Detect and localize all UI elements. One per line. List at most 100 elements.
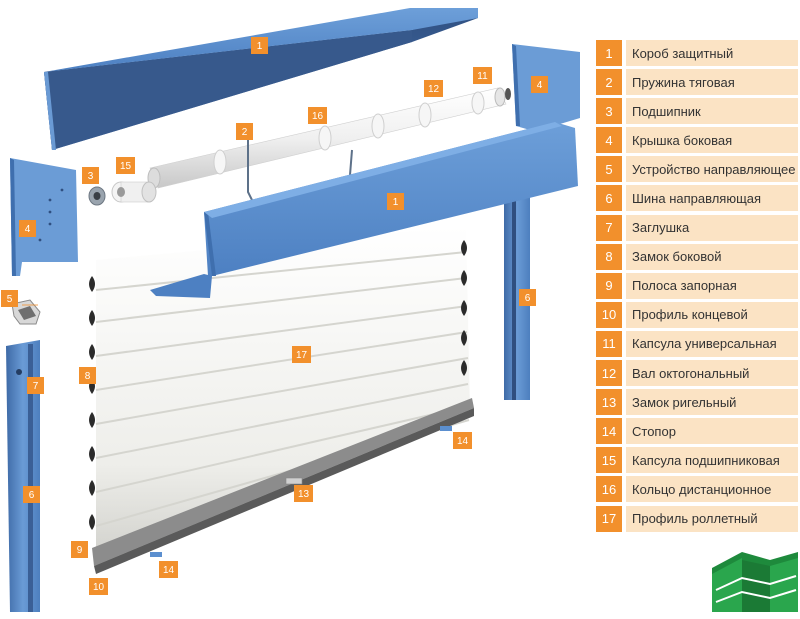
legend-number: 11	[596, 330, 622, 357]
callout-11: 11	[473, 67, 492, 84]
legend-number: 2	[596, 69, 622, 96]
callout-12: 12	[424, 80, 443, 97]
stoppers	[150, 426, 452, 557]
callout-3: 3	[82, 167, 99, 184]
svg-text:6: 6	[525, 293, 531, 304]
callout-1a: 1	[251, 37, 268, 54]
legend-label: Профиль концевой	[626, 301, 798, 328]
legend-number: 12	[596, 360, 622, 387]
svg-text:11: 11	[477, 71, 488, 82]
roller-shutter-curtain	[89, 226, 474, 574]
legend-number: 10	[596, 301, 622, 328]
callout-7: 7	[27, 377, 44, 394]
legend-label: Замок боковой	[626, 243, 798, 270]
legend-number: 6	[596, 185, 622, 212]
svg-text:16: 16	[312, 111, 324, 122]
svg-text:1: 1	[393, 197, 399, 208]
callout-14a: 14	[453, 432, 472, 449]
legend-number: 16	[596, 476, 622, 503]
green-stairs-logo-icon	[712, 552, 798, 612]
svg-text:14: 14	[163, 565, 175, 576]
legend-number: 13	[596, 389, 622, 416]
legend-number: 7	[596, 214, 622, 241]
left-guide-rail	[6, 340, 40, 612]
legend-label: Короб защитный	[626, 40, 798, 66]
callout-5: 5	[1, 290, 18, 307]
svg-text:12: 12	[428, 84, 440, 95]
svg-text:17: 17	[296, 350, 308, 361]
svg-text:7: 7	[33, 381, 39, 392]
legend-number: 8	[596, 243, 622, 270]
legend-label: Вал октогональный	[626, 360, 798, 387]
legend-label: Полоса запорная	[626, 272, 798, 299]
callout-8: 8	[79, 367, 96, 384]
legend-number: 9	[596, 272, 622, 299]
guide-device	[11, 299, 41, 325]
callout-14b: 14	[159, 561, 178, 578]
legend-number: 5	[596, 156, 622, 183]
legend-number: 3	[596, 98, 622, 125]
legend-number: 17	[596, 505, 622, 532]
callout-13: 13	[294, 485, 313, 502]
svg-text:10: 10	[93, 582, 105, 593]
legend-label: Стопор	[626, 418, 798, 445]
legend-label: Капсула универсальная	[626, 330, 798, 357]
callout-9: 9	[71, 541, 88, 558]
callout-6b: 6	[23, 486, 40, 503]
svg-text:14: 14	[457, 436, 469, 447]
legend-number: 1	[596, 40, 622, 66]
legend-label: Пружина тяговая	[626, 69, 798, 96]
svg-text:4: 4	[537, 80, 543, 91]
legend-label: Шина направляющая	[626, 185, 798, 212]
callout-4b: 4	[19, 220, 36, 237]
legend-label: Подшипник	[626, 98, 798, 125]
callout-10: 10	[89, 578, 108, 595]
svg-text:15: 15	[120, 161, 132, 172]
legend-number: 15	[596, 447, 622, 474]
callout-1b: 1	[387, 193, 404, 210]
legend-label: Заглушка	[626, 214, 798, 241]
callout-16: 16	[308, 107, 327, 124]
legend-label: Устройство направляющее	[626, 156, 798, 183]
protective-box-rear	[44, 8, 478, 150]
svg-text:4: 4	[25, 224, 31, 235]
svg-text:5: 5	[7, 294, 13, 305]
svg-text:9: 9	[77, 545, 83, 556]
callout-17: 17	[292, 346, 311, 363]
legend-label: Капсула подшипниковая	[626, 447, 798, 474]
svg-text:8: 8	[85, 371, 91, 382]
right-guide-rail	[504, 196, 530, 400]
bearing-capsule-assembly	[88, 181, 157, 206]
callout-4a: 4	[531, 76, 548, 93]
svg-text:3: 3	[88, 171, 94, 182]
legend-label: Замок ригельный	[626, 389, 798, 416]
svg-text:6: 6	[29, 490, 35, 501]
legend-label: Профиль роллетный	[626, 505, 798, 532]
svg-text:13: 13	[298, 489, 310, 500]
legend-number: 14	[596, 418, 622, 445]
svg-text:1: 1	[257, 41, 263, 52]
callout-2: 2	[236, 123, 253, 140]
legend-label: Кольцо дистанционное	[626, 476, 798, 503]
callout-15: 15	[116, 157, 135, 174]
legend-label: Крышка боковая	[626, 127, 798, 154]
legend-number: 4	[596, 127, 622, 154]
